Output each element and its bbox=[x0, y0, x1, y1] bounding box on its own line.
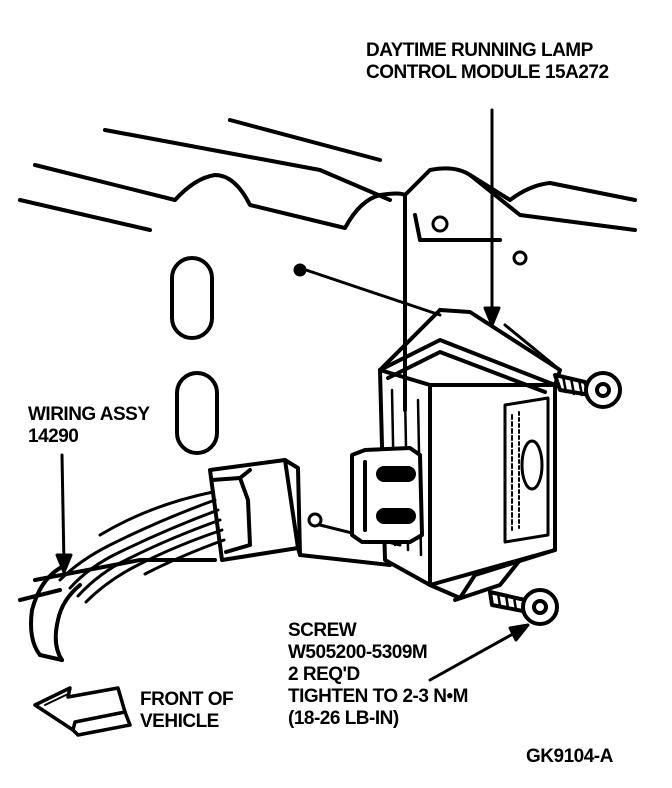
wiring-label-line2: 14290 bbox=[28, 426, 79, 447]
front-of-vehicle-label: FRONT OF VEHICLE bbox=[140, 689, 234, 733]
panel-slots bbox=[170, 256, 219, 455]
upper-screw bbox=[553, 371, 622, 409]
module-label-line1: DAYTIME RUNNING LAMP bbox=[366, 40, 593, 61]
figure-id: GK9104-A bbox=[526, 746, 613, 767]
drl-control-module bbox=[350, 308, 562, 600]
screw-label-line3: 2 REQ'D bbox=[288, 664, 360, 685]
screw-label-line1: SCREW bbox=[288, 620, 357, 641]
screw-label-line4: TIGHTEN TO 2-3 N•M bbox=[288, 686, 468, 707]
lower-screw bbox=[488, 588, 559, 626]
module-label: DAYTIME RUNNING LAMP CONTROL MODULE 15A2… bbox=[366, 40, 609, 84]
screw-alignment-lines bbox=[304, 268, 562, 547]
front-of-vehicle-arrow-icon bbox=[33, 686, 132, 737]
wiring-harness bbox=[29, 458, 302, 662]
front-label-line2: VEHICLE bbox=[140, 711, 219, 732]
wiring-label: WIRING ASSY 14290 bbox=[28, 404, 150, 448]
screw-label-line2: W505200-5309M bbox=[288, 642, 428, 663]
wiring-label-line1: WIRING ASSY bbox=[28, 404, 150, 425]
front-label-line1: FRONT OF bbox=[140, 689, 234, 710]
leader-arrows bbox=[55, 108, 530, 682]
screw-label-line5: (18-26 LB-IN) bbox=[288, 708, 399, 729]
screw-label: SCREW W505200-5309M 2 REQ'D TIGHTEN TO 2… bbox=[288, 620, 468, 730]
module-label-line2: CONTROL MODULE 15A272 bbox=[366, 62, 609, 83]
body-panel bbox=[18, 118, 637, 602]
panel-holes bbox=[293, 215, 528, 528]
